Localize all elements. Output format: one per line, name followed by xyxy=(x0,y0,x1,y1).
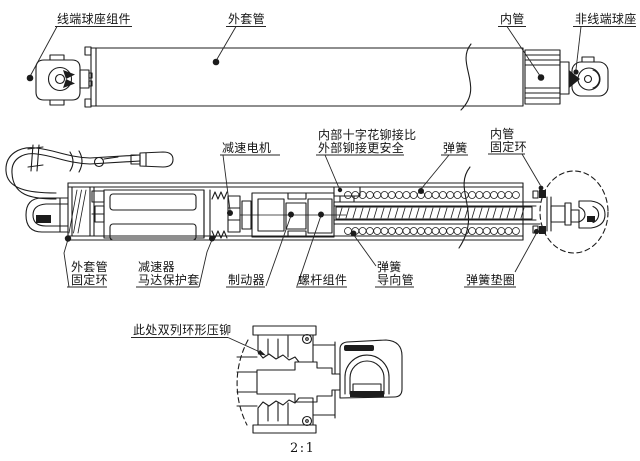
section-break-line xyxy=(458,166,471,249)
detail-boundary-arc xyxy=(236,339,249,426)
detail-drawing xyxy=(236,325,403,434)
label-double-row-rivet-callout: 此处双列环形压铆 xyxy=(131,322,266,356)
label-text-line2: 外部铆接更安全 xyxy=(318,140,404,155)
label-text-line1: 内管 xyxy=(490,126,515,141)
label-inner-tube-fixing-ring: 内管 固定环 xyxy=(488,126,544,191)
label-text: 弹簧垫圈 xyxy=(466,272,515,287)
section-view: 减速电机 内部十字花铆接比 外部铆接更安全 弹簧 内管 固定环 外套 xyxy=(5,126,609,288)
label-text: 螺杆组件 xyxy=(298,273,347,287)
wire-end-ball-seat-drawing xyxy=(35,54,93,106)
leader-dot xyxy=(318,211,324,218)
label-text-line2: 固定环 xyxy=(490,139,527,154)
inner-tube-end-drawing xyxy=(532,190,606,234)
leader-dot xyxy=(337,187,343,193)
leader-dot xyxy=(418,188,424,194)
leader-arrowhead xyxy=(257,349,266,356)
label-text-line2: 马达保护套 xyxy=(138,273,200,287)
detail-reference-circle xyxy=(539,170,609,254)
label-gear-motor: 减速电机 xyxy=(220,141,280,216)
detail-view: 此处双列环形压铆 2:1 xyxy=(131,322,403,456)
label-text: 外套管 xyxy=(228,11,265,26)
gear-motor-drawing xyxy=(91,189,205,241)
rivet-joint-drawing xyxy=(333,186,361,203)
leader-dot xyxy=(350,230,357,237)
leader-dot xyxy=(212,58,220,66)
label-screw-assembly: 螺杆组件 xyxy=(296,211,347,288)
label-text-line1: 弹簧 xyxy=(377,259,402,274)
label-spring-guide-tube: 弹簧 导向管 xyxy=(350,230,414,288)
leader-dot xyxy=(227,210,233,216)
leader-dot xyxy=(209,235,215,242)
label-text: 线端球座组件 xyxy=(57,11,131,26)
label-outer-tube: 外套管 xyxy=(212,11,266,66)
non-wire-end-ball-seat-drawing xyxy=(559,56,609,97)
leader-dot xyxy=(533,228,540,235)
bulkhead-hatch xyxy=(68,189,87,234)
label-wire-end-ball-seat: 线端球座组件 xyxy=(26,11,132,82)
label-spring: 弹簧 xyxy=(418,140,468,194)
leader-dot xyxy=(288,211,294,218)
label-rivet-note: 内部十字花铆接比 外部铆接更安全 xyxy=(316,127,416,193)
label-text-line1: 内部十字花铆接比 xyxy=(318,127,416,142)
leader-dot xyxy=(64,235,72,242)
screw-assembly-drawing xyxy=(333,201,541,225)
label-outer-tube-fixing-ring: 外套管 固定环 xyxy=(63,235,108,288)
label-text: 非线端球座 xyxy=(575,11,637,26)
label-text-line2: 固定环 xyxy=(71,272,108,287)
detail-scale-text: 2:1 xyxy=(290,441,315,456)
label-text: 内管 xyxy=(500,11,525,26)
leader-dot xyxy=(26,74,34,82)
top-view: 线端球座组件 外套管 内管 非线端球座 xyxy=(26,11,637,111)
leader-dot xyxy=(573,69,579,75)
section-end-cap xyxy=(25,197,69,233)
spring-coils-bottom xyxy=(344,227,520,235)
label-reducer-protective-sleeve: 减速器 马达保护套 xyxy=(136,235,215,288)
label-inner-tube: 内管 xyxy=(498,11,545,81)
leader-dot xyxy=(538,185,544,191)
cable-assembly xyxy=(5,144,174,200)
label-text-line1: 外套管 xyxy=(71,259,108,274)
cable-connector xyxy=(139,151,174,168)
label-text: 制动器 xyxy=(228,273,265,287)
screw-threads xyxy=(338,207,525,219)
label-text: 此处双列环形压铆 xyxy=(133,322,231,337)
leader-dot xyxy=(537,74,545,81)
spring-coils-top xyxy=(344,191,520,199)
label-spring-washer: 弹簧垫圈 xyxy=(464,228,540,288)
label-text: 弹簧 xyxy=(443,140,468,155)
label-non-wire-end-ball-seat: 非线端球座 xyxy=(573,11,637,75)
label-text: 减速电机 xyxy=(222,141,271,155)
label-text-line2: 导向管 xyxy=(377,272,414,287)
label-brake: 制动器 xyxy=(226,211,294,288)
outer-tube-body xyxy=(84,43,524,111)
surface-break-line xyxy=(460,43,472,111)
label-text-line1: 减速器 xyxy=(138,260,175,274)
